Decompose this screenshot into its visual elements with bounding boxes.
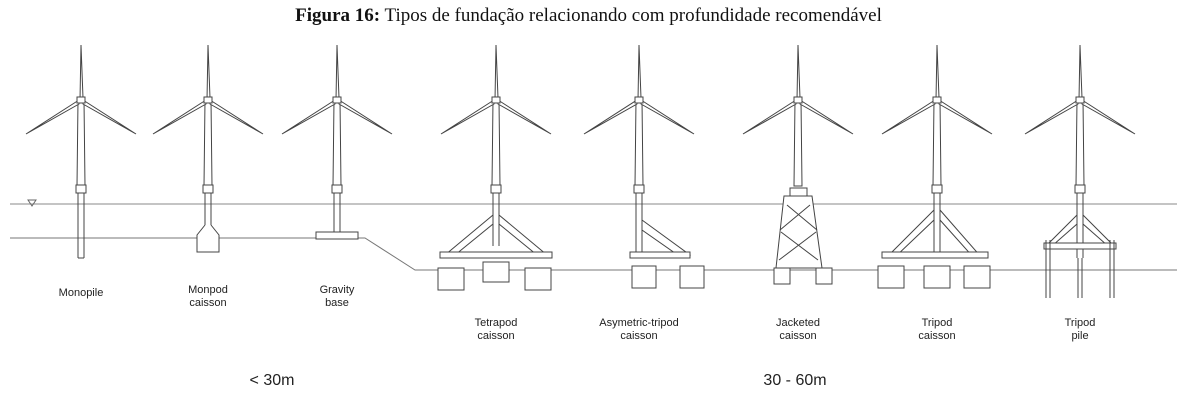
wind-turbine: [1024, 44, 1136, 187]
foundation-label-tetrapod-caisson: caisson: [477, 330, 514, 342]
tetrapod-caisson-foundation: [437, 184, 553, 291]
foundation-label-monopod-caisson: Monpod: [188, 284, 228, 296]
seabed-line: [10, 237, 1177, 271]
foundation-label-asymetric-tripod-caisson: caisson: [620, 330, 657, 342]
foundation-label-jacketed-caisson: caisson: [779, 330, 816, 342]
sea-level-marker: [27, 199, 37, 207]
monopile-foundation: [75, 184, 87, 259]
foundation-label-gravity-base: Gravity: [320, 284, 355, 296]
wind-turbine: [440, 44, 552, 187]
gravity-base-foundation: [315, 184, 359, 240]
foundation-label-monopile: Monopile: [59, 287, 104, 299]
wind-turbine: [881, 44, 993, 187]
asymetric-tripod-caisson-foundation: [629, 184, 705, 289]
foundation-label-jacketed-caisson: Jacketed: [776, 317, 820, 329]
wind-turbine: [281, 44, 393, 187]
foundation-label-tripod-pile: pile: [1071, 330, 1088, 342]
tripod-pile-foundation: [1043, 184, 1117, 298]
foundation-label-tripod-pile: Tripod: [1065, 317, 1096, 329]
foundation-label-tripod-caisson: caisson: [918, 330, 955, 342]
foundation-label-gravity-base: base: [325, 297, 349, 309]
wind-turbine: [583, 44, 695, 187]
foundation-label-asymetric-tripod-caisson: Asymetric-tripod: [599, 317, 678, 329]
depth-label-shallow: < 30m: [250, 372, 295, 389]
figure-number: Figura 16:: [295, 5, 381, 26]
foundation-label-tetrapod-caisson: Tetrapod: [475, 317, 518, 329]
foundation-label-monopod-caisson: caisson: [189, 297, 226, 309]
depth-label-deep: 30 - 60m: [763, 372, 826, 389]
wind-turbine: [152, 44, 264, 187]
jacketed-caisson-foundation: [773, 187, 833, 285]
wind-turbine: [25, 44, 137, 187]
foundation-label-tripod-caisson: Tripod: [922, 317, 953, 329]
wind-turbine: [742, 44, 854, 187]
tripod-caisson-foundation: [877, 184, 991, 289]
figure-title: Figura 16: Tipos de fundação relacionand…: [0, 5, 1177, 27]
figure-caption: Tipos de fundação relacionando com profu…: [380, 5, 882, 26]
monopod-caisson-foundation: [196, 184, 220, 253]
